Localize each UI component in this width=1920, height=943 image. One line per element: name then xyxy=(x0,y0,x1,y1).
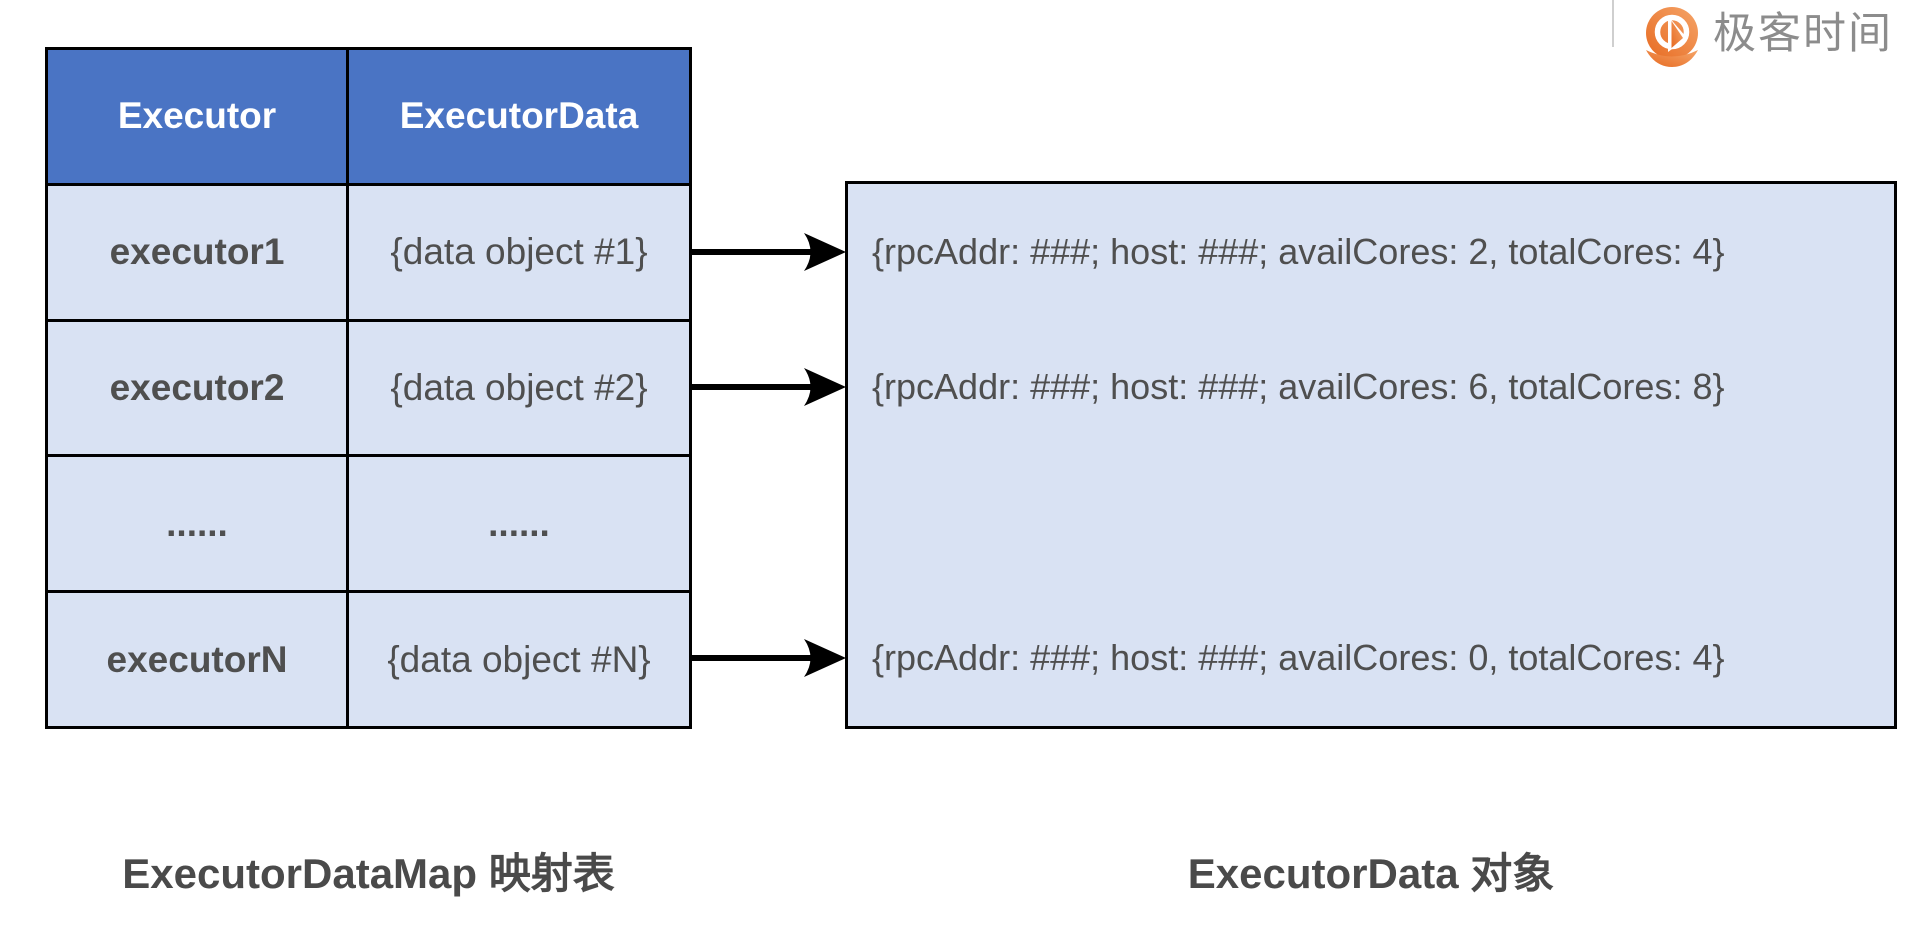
executor-data-entry-1: {rpcAddr: ###; host: ###; availCores: 2,… xyxy=(872,230,1725,272)
table-header-executor-data: ExecutorData xyxy=(349,50,689,183)
arrow-executorN-icon xyxy=(690,639,846,677)
cell-data-object-N: {data object #N} xyxy=(349,593,689,726)
arrow-executor1-icon xyxy=(690,233,846,271)
cell-ellipsis-value: ...... xyxy=(349,457,689,591)
cell-executor1: executor1 xyxy=(48,185,346,319)
cell-data-object-1: {data object #1} xyxy=(349,185,689,319)
cell-data-object-2: {data object #2} xyxy=(349,321,689,455)
brand-name: 极客时间 xyxy=(1713,10,1893,58)
cell-executor2: executor2 xyxy=(48,321,346,455)
geektime-pin-icon xyxy=(1646,7,1698,67)
arrow-executor2-icon xyxy=(690,368,846,406)
executor-data-objects-box: {rpcAddr: ###; host: ###; availCores: 2,… xyxy=(845,181,1897,729)
executor-data-map-table: Executor ExecutorData executor1 {data ob… xyxy=(45,47,692,729)
caption-executor-data: ExecutorData 对象 xyxy=(1187,850,1555,897)
table-header-executor: Executor xyxy=(48,50,346,183)
executor-data-entry-empty xyxy=(848,455,1894,591)
cell-executorN: executorN xyxy=(48,593,346,726)
executor-data-entry-N: {rpcAddr: ###; host: ###; availCores: 0,… xyxy=(872,637,1725,679)
cell-ellipsis-key: ...... xyxy=(48,457,346,591)
brand-divider xyxy=(1612,0,1614,47)
caption-executor-data-map: ExecutorDataMap 映射表 xyxy=(122,850,615,897)
executor-data-entry-2: {rpcAddr: ###; host: ###; availCores: 6,… xyxy=(872,366,1725,408)
